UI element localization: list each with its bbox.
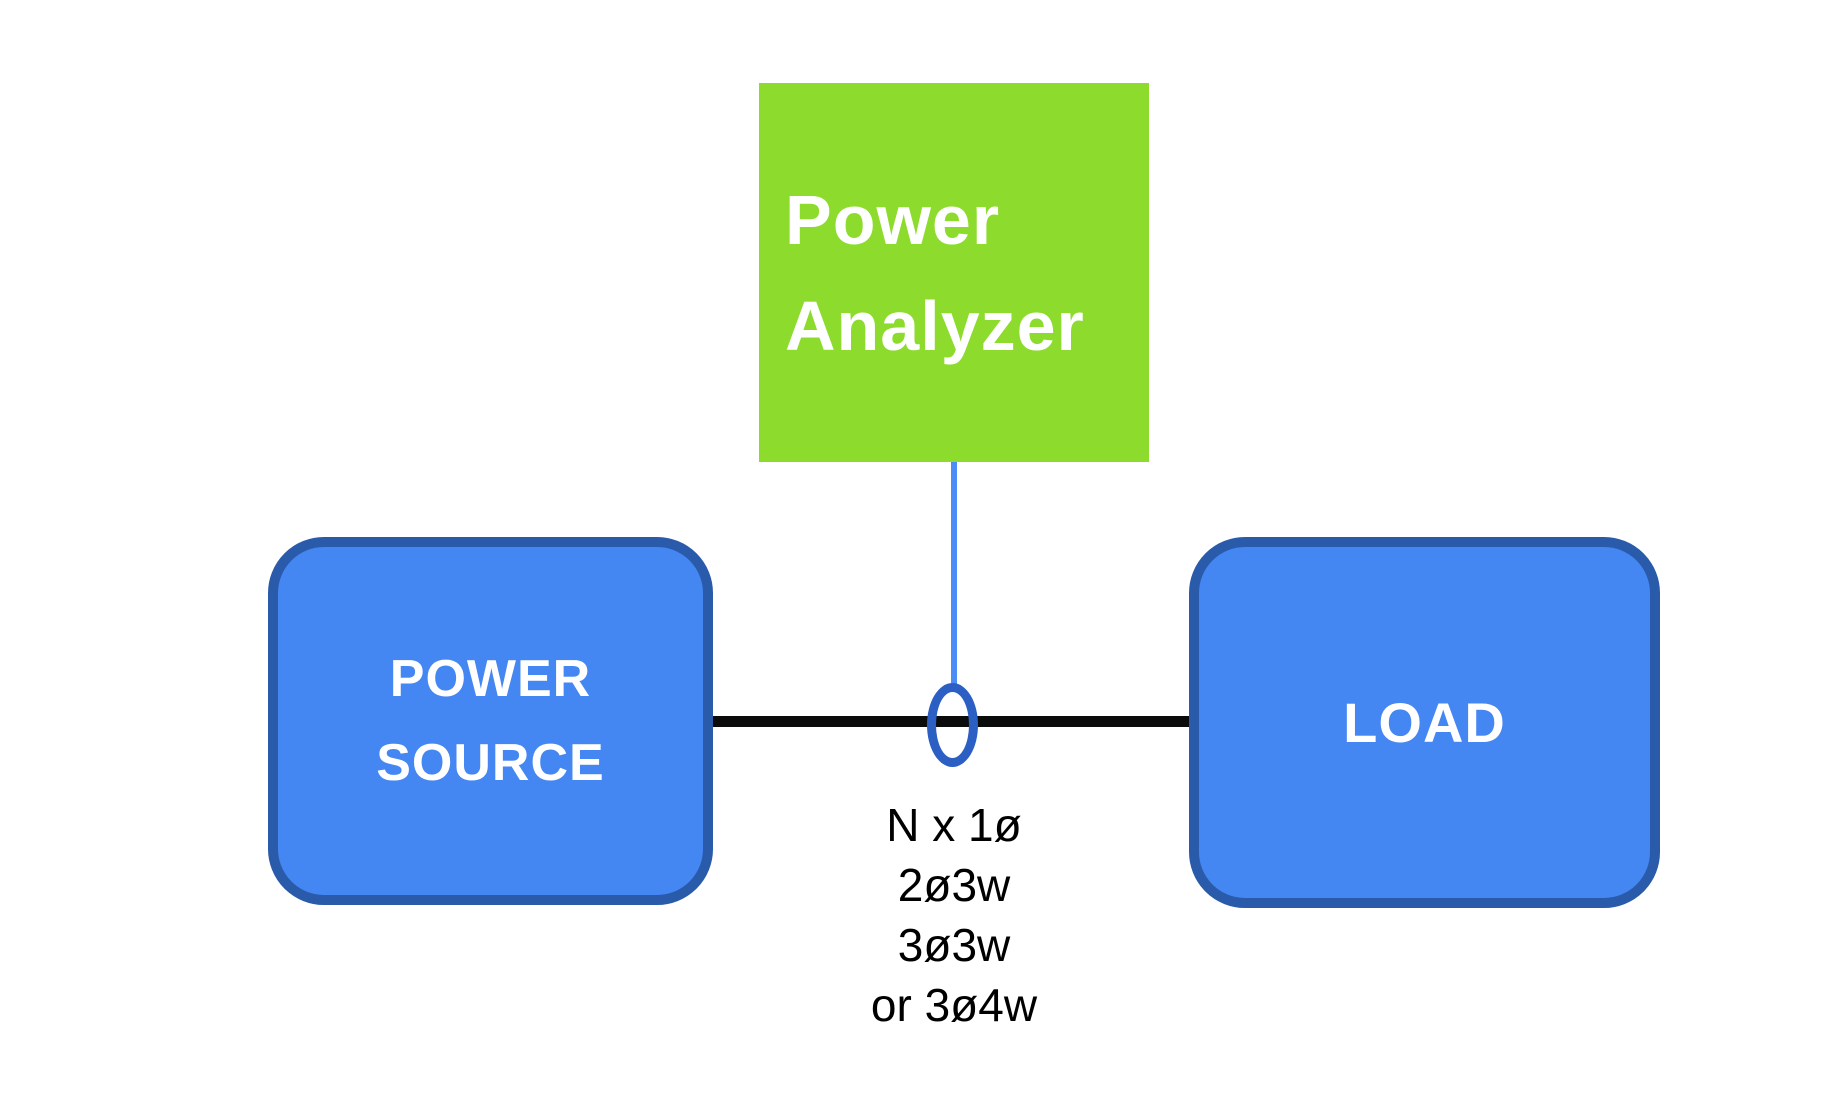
power-source-label-line1: POWER [389, 650, 592, 708]
power-analyzer-label-line2: Analyzer [785, 286, 1085, 365]
power-source-box: POWER SOURCE [268, 537, 713, 905]
measurement-lead-line [951, 462, 957, 692]
wiring-config-line1: N x 1ø [886, 799, 1022, 851]
wiring-config-line2: 2ø3w [897, 859, 1011, 911]
load-box: LOAD [1189, 537, 1660, 908]
current-clamp-ellipse [927, 683, 978, 767]
wiring-config-label: N x 1ø 2ø3w 3ø3w or 3ø4w [871, 795, 1037, 1035]
power-analyzer-box: Power Analyzer [759, 83, 1149, 462]
load-label: LOAD [1343, 690, 1506, 754]
wiring-config-line4: or 3ø4w [870, 979, 1038, 1031]
power-analyzer-label-line1: Power [785, 180, 1001, 259]
power-source-label-line2: SOURCE [376, 734, 605, 792]
wiring-config-line3: 3ø3w [897, 919, 1011, 971]
